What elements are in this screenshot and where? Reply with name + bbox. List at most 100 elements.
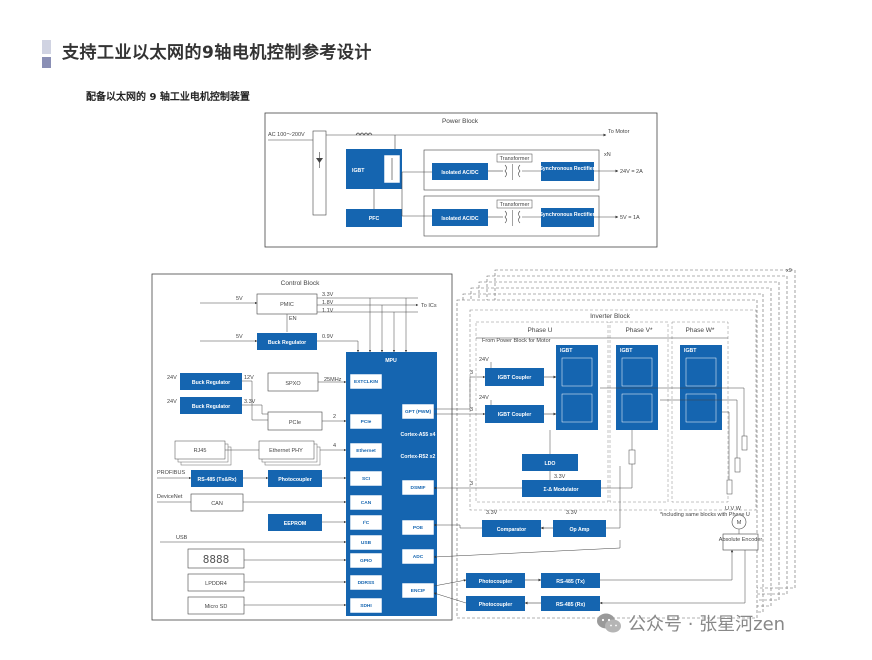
inverter-block-title: Inverter Block (590, 313, 630, 320)
profibus-label: PROFIBUS (157, 470, 185, 476)
mpu-sdhi: SDHI (360, 603, 372, 609)
mpu-ddrss: DDRSS (358, 580, 376, 586)
inv-photocoupler-2-label: Photocoupler (479, 602, 512, 608)
clock-25mhz: 25MHz (324, 377, 342, 383)
rs485-rx (541, 596, 600, 611)
dcdc-row-2 (423, 195, 600, 237)
igbt-coupler-2 (485, 405, 544, 423)
comparator-3v3: 3.3V (486, 510, 498, 516)
opamp-3v3: 3.3V (566, 510, 578, 516)
opamp-block (553, 520, 606, 537)
can-transceiver (190, 493, 244, 512)
microsd-block (187, 596, 245, 615)
rail-1v1: 1.1V (322, 308, 334, 314)
usb-ext-label: USB (176, 535, 188, 541)
modulator-block (522, 480, 601, 497)
pcie-lanes: 2 (333, 414, 336, 420)
buck-main-label: Buck Regulator (268, 340, 306, 346)
to-ics-label: To ICs (421, 303, 437, 309)
encoder-block (722, 533, 759, 551)
inductor-symbol (355, 132, 373, 136)
coupler-24v-a: 24V (479, 357, 489, 363)
rs485-txrx-label: RS-485 (Tx&Rx) (198, 477, 237, 483)
coupler-24v-b: 24V (479, 395, 489, 401)
eth-ports: 4 (333, 443, 336, 449)
phy-label: Ethernet PHY (269, 448, 303, 454)
inv-photocoupler-1 (466, 573, 525, 588)
dcdc-row-1 (423, 149, 600, 191)
devicenet-label: DeviceNet (157, 494, 183, 500)
buck2-24v: 24V (167, 375, 177, 381)
microsd-label: Micro SD (205, 604, 228, 610)
pfc-label: PFC (369, 216, 380, 222)
inv-photocoupler-2 (466, 596, 525, 611)
mpu-title: MPU (385, 358, 397, 364)
shunt-resistor (628, 449, 636, 465)
igbt-phase-v (616, 345, 658, 430)
wechat-icon (597, 613, 621, 633)
sync-rectifier-2: Synchronous Rectifier (539, 212, 594, 218)
encoder-label: Absolute Encoder (719, 537, 763, 543)
pmic-5v: 5V (236, 296, 243, 302)
igbt-w-label: IGBT (684, 348, 697, 354)
power-block-title: Power Block (442, 118, 479, 125)
pwm-lines-b: 3 (470, 407, 473, 413)
seven-segment-display (187, 548, 245, 569)
mpu-ethernet: Ethernet (356, 448, 376, 454)
rs485-tx-label: RS-485 (Tx) (556, 579, 585, 585)
buck-regulator-3 (180, 397, 242, 414)
phase-v-label: Phase V* (625, 327, 653, 334)
rail-1v8: 1.8V (322, 300, 334, 306)
rectifier-bridge (312, 130, 327, 216)
sync-rectifier-1: Synchronous Rectifier (539, 166, 594, 172)
xn-mark: xN (604, 152, 611, 158)
ctrl-photocoupler (268, 470, 322, 487)
phase-w-label: Phase W* (686, 327, 715, 334)
buck3-label: Buck Regulator (192, 404, 230, 410)
transformer-label-1: Transformer (500, 156, 530, 162)
mpu-gpio: GPIO (360, 558, 372, 564)
inverter-stack: x9 Inverter Block Phase U From Power Blo… (456, 268, 796, 619)
title-accent-bar (42, 40, 51, 54)
phase-u-label: Phase U (528, 327, 553, 334)
uvw-label: U V W (725, 506, 742, 512)
buck-regulator-main (257, 333, 317, 350)
power-block: Power Block AC 100〜200V To Motor IGBT PF… (264, 112, 658, 248)
mpu-i2c: I²C (363, 520, 370, 526)
buck-regulator-2 (180, 373, 242, 390)
phase-note: *including same blocks with Phase U (660, 512, 750, 518)
igbt-label: IGBT (352, 168, 365, 174)
inv-photocoupler-1-label: Photocoupler (479, 579, 512, 585)
mpu-can: CAN (361, 500, 372, 506)
igbt-coupler-1-label: IGBT Coupler (498, 375, 531, 381)
from-power-label: From Power Block for Motor (482, 338, 551, 344)
lpddr4-block (187, 573, 245, 592)
pwm-lines-a: 3 (470, 370, 473, 376)
eeprom-label: EEPROM (284, 521, 306, 527)
igbt-coupler-2-label: IGBT Coupler (498, 412, 531, 418)
rail-3v3: 3.3V (322, 292, 334, 298)
mpu-block: MPU EXTCLKIN PCIe Ethernet SCI CAN I²C (346, 352, 621, 616)
eeprom-block (268, 514, 322, 531)
modulator-label: Σ-Δ Modulator (543, 487, 578, 493)
mpu-sci: SCI (362, 476, 371, 482)
transformer-label-2: Transformer (500, 202, 530, 208)
mpu-pcie: PCIe (361, 419, 372, 425)
spxo-label: SPXO (285, 381, 301, 387)
can-ext-label: CAN (211, 501, 223, 507)
ldo-label: LDO (545, 461, 556, 467)
ctrl-photocoupler-label: Photocoupler (278, 477, 311, 483)
dsm-lines: 3 (470, 481, 473, 487)
rail-12v: 12V (244, 375, 254, 381)
mpu-gpt: GPT (PWM) (405, 409, 432, 415)
mpu-extclkin: EXTCLKIN (354, 379, 379, 385)
title-accent-bar-dark (42, 57, 51, 68)
igbt-u-label: IGBT (560, 348, 573, 354)
page-title: 支持工业以太网的9轴电机控制参考设计 (62, 43, 372, 63)
comparator-block (482, 520, 541, 537)
inverter-count: x9 (786, 268, 792, 274)
lpddr4-label: LPDDR4 (205, 581, 227, 587)
pmic-label: PMIC (280, 302, 294, 308)
motor-label: M (737, 520, 742, 526)
